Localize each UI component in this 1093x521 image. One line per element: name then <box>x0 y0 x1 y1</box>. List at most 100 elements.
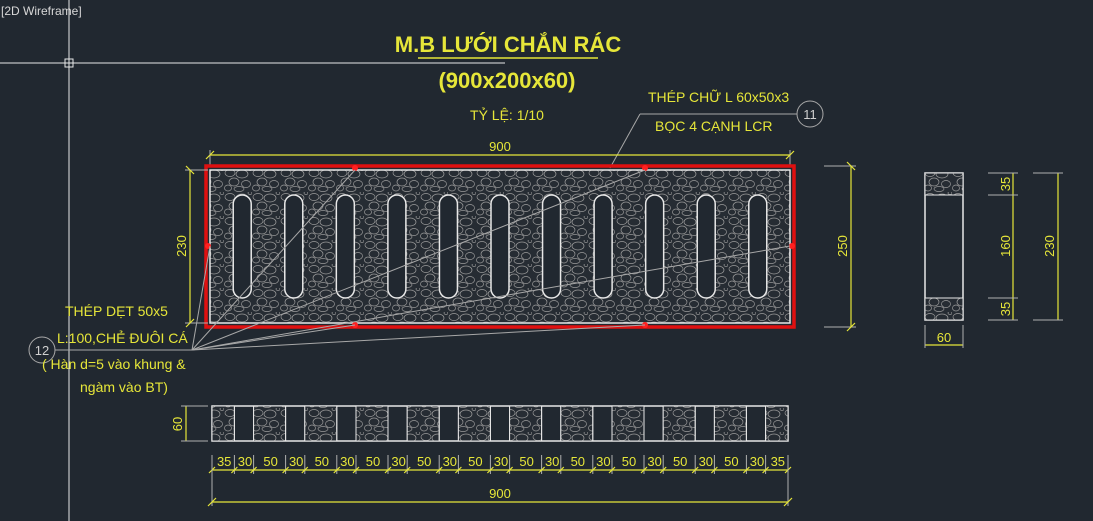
dim-section-chain: 35 30 50 30 50 30 50 30 50 30 50 30 50 30 50 30 50 30 50 30… <box>208 454 792 474</box>
dim-segment-label: 30 <box>647 454 661 469</box>
section-concrete-block <box>662 405 696 442</box>
svg-text:900: 900 <box>489 486 511 501</box>
dim-segment-label: 30 <box>494 454 508 469</box>
dim-tick <box>608 466 616 474</box>
dim-segment-label: 30 <box>545 454 559 469</box>
dim-section-total: 900 <box>207 455 793 507</box>
grate-slot <box>644 194 665 299</box>
svg-text:35: 35 <box>998 177 1013 191</box>
dim-tick <box>384 466 392 474</box>
dim-tick <box>230 466 238 474</box>
section-concrete-block <box>304 405 338 442</box>
drawing-scale: TỶ LỆ: 1/10 <box>470 107 544 123</box>
dim-segment-label: 30 <box>340 454 354 469</box>
dim-tick <box>762 466 770 474</box>
grate-slot <box>284 194 304 299</box>
dim-tick <box>506 466 514 474</box>
svg-text:230: 230 <box>1042 235 1057 257</box>
dim-segment-label: 50 <box>724 454 738 469</box>
dim-segment-label: 30 <box>289 454 303 469</box>
grate-slot <box>335 194 356 299</box>
dim-segment-label: 50 <box>519 454 533 469</box>
leader-11-arm <box>609 113 641 169</box>
dim-tick <box>538 466 546 474</box>
svg-text:250: 250 <box>835 235 850 257</box>
dim-tick <box>250 466 258 474</box>
dim-segment-label: 30 <box>443 454 457 469</box>
grate-slot <box>387 194 407 299</box>
crosshair-cursor <box>0 0 505 521</box>
svg-text:160: 160 <box>998 235 1013 257</box>
dim-segment-label: 30 <box>596 454 610 469</box>
dim-segment-label: 50 <box>571 454 585 469</box>
grate-plan-view <box>204 164 796 329</box>
dim-segment-label: 30 <box>699 454 713 469</box>
dim-tick <box>282 466 290 474</box>
dim-tick <box>557 466 565 474</box>
callout-12-number: 12 <box>35 343 49 358</box>
section-concrete-block <box>355 405 389 442</box>
section-concrete-block <box>457 405 491 442</box>
dim-section-height: 60 <box>170 405 208 442</box>
dim-tick <box>454 466 462 474</box>
dim-plan-right: 250 <box>824 161 856 332</box>
grate-slot <box>541 194 562 299</box>
drawing-title: M.B LƯỚI CHẮN RÁC <box>395 32 622 57</box>
dim-tick <box>589 466 597 474</box>
dim-segment-label: 50 <box>468 454 482 469</box>
grate-slot <box>232 194 252 299</box>
section-concrete-block <box>211 405 235 442</box>
grate-slot <box>438 194 459 299</box>
dim-segment-label: 50 <box>315 454 329 469</box>
dim-segment-label: 35 <box>217 454 231 469</box>
callout-12-line3: ( Hàn d=5 vào khung & <box>42 356 186 372</box>
section-concrete-block <box>509 405 543 442</box>
svg-text:60: 60 <box>170 417 185 431</box>
section-concrete-block <box>253 405 287 442</box>
dim-segment-label: 30 <box>238 454 252 469</box>
callout-11-line2: BỌC 4 CẠNH LCR <box>655 118 772 134</box>
dim-segment-label: 50 <box>417 454 431 469</box>
section-concrete-block <box>611 405 645 442</box>
callout-12-line4: ngàm vào BT) <box>80 379 168 395</box>
section-concrete-block <box>560 405 594 442</box>
dim-tick <box>352 466 360 474</box>
leader-12 <box>55 169 791 351</box>
dim-tick <box>659 466 667 474</box>
section-concrete-block <box>406 405 440 442</box>
dim-plan-left: 230 <box>174 165 208 328</box>
dim-tick <box>435 466 443 474</box>
callout-12-line1: THÉP DẸT 50x5 <box>65 303 168 319</box>
drawing-subtitle: (900x200x60) <box>438 68 575 93</box>
svg-text:900: 900 <box>489 139 511 154</box>
dim-side-chain: 35 160 35 <box>988 172 1018 321</box>
callout-11-line1: THÉP CHỮ L 60x50x3 <box>648 89 789 105</box>
grate-slot <box>748 194 768 299</box>
grate-slot <box>490 194 510 299</box>
dim-segment-label: 50 <box>263 454 277 469</box>
svg-text:35: 35 <box>998 302 1013 316</box>
dim-tick <box>691 466 699 474</box>
dim-tick <box>333 466 341 474</box>
dim-segment-label: 35 <box>771 454 785 469</box>
viewport-label[interactable]: [2D Wireframe] <box>1 4 82 18</box>
dim-side-width: 60 <box>924 325 964 348</box>
dim-tick <box>640 466 648 474</box>
dim-segment-label: 50 <box>673 454 687 469</box>
grate-section-view <box>211 405 789 442</box>
grate-side-view <box>924 172 964 321</box>
dim-tick <box>486 466 494 474</box>
svg-text:230: 230 <box>174 235 189 257</box>
dim-segment-label: 50 <box>366 454 380 469</box>
callout-12-line2: L:100,CHẺ ĐUÔI CÁ <box>57 330 188 346</box>
dim-plan-top: 900 <box>205 139 795 166</box>
dim-tick <box>742 466 750 474</box>
dim-tick <box>301 466 309 474</box>
dim-tick <box>710 466 718 474</box>
dim-segment-label: 30 <box>750 454 764 469</box>
dim-segment-label: 50 <box>622 454 636 469</box>
svg-text:60: 60 <box>937 330 951 345</box>
section-concrete-block <box>765 405 789 442</box>
dim-segment-label: 30 <box>391 454 405 469</box>
